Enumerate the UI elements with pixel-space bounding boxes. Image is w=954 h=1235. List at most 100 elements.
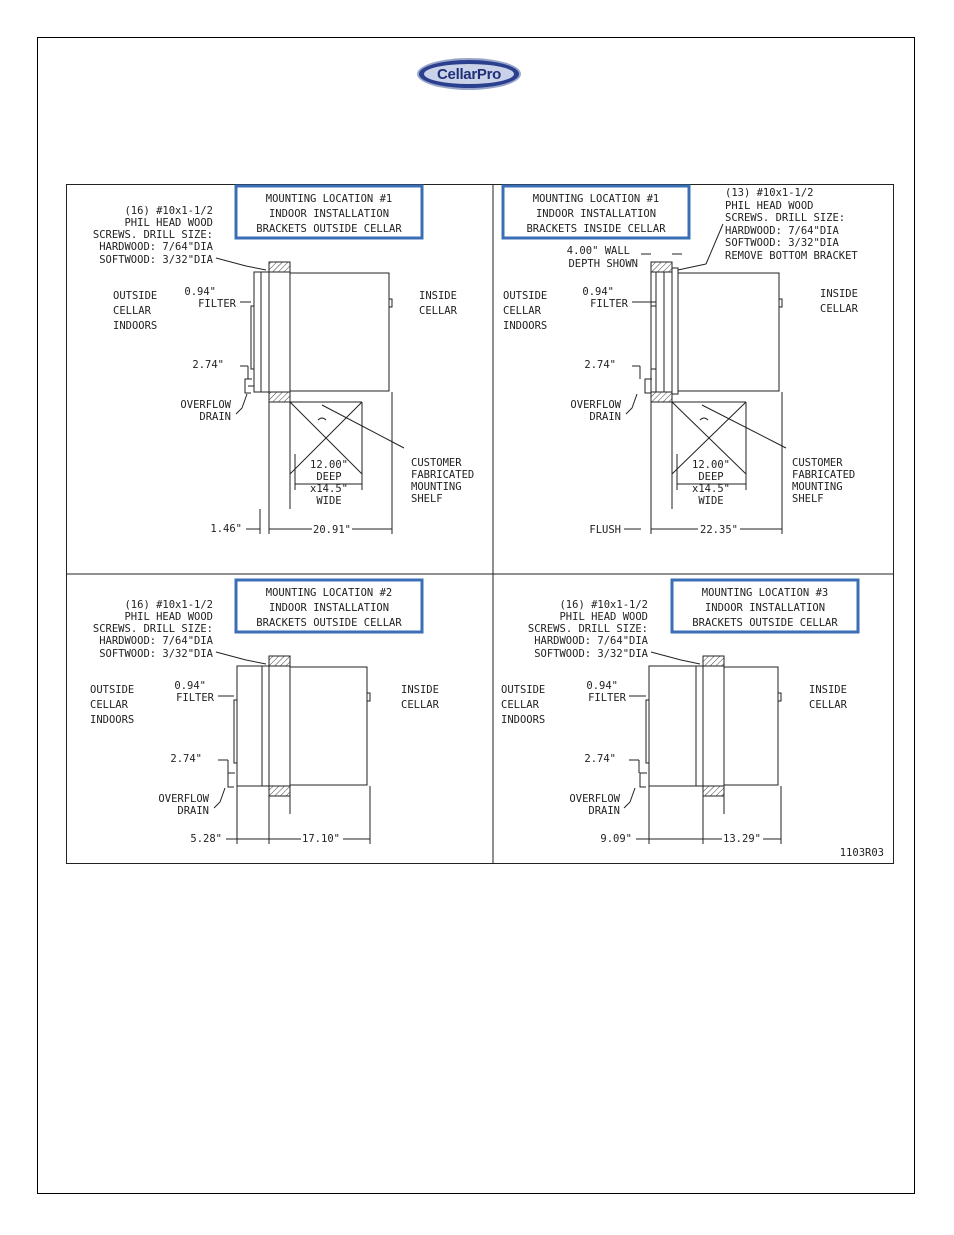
shelf-dim: x14.5" bbox=[692, 483, 730, 495]
inside-label: INSIDE bbox=[820, 288, 858, 300]
title-line: MOUNTING LOCATION #2 bbox=[266, 587, 392, 599]
filter-label: 0.94" bbox=[586, 680, 618, 692]
inside-label: CELLAR bbox=[809, 699, 848, 711]
inside-label: INSIDE bbox=[809, 684, 847, 696]
title-line: BRACKETS OUTSIDE CELLAR bbox=[256, 223, 402, 235]
screw-note: SOFTWOOD: 3/32"DIA bbox=[725, 237, 839, 249]
overflow-label: OVERFLOW bbox=[180, 399, 231, 411]
shelf-label: MOUNTING bbox=[411, 481, 462, 493]
outside-label: OUTSIDE bbox=[113, 290, 157, 302]
screw-note: (16) #10x1-1/2 bbox=[124, 599, 213, 611]
screw-note: SOFTWOOD: 3/32"DIA bbox=[99, 254, 213, 266]
shelf-label: CUSTOMER bbox=[792, 457, 843, 469]
panel-location-3: MOUNTING LOCATION #3 INDOOR INSTALLATION… bbox=[501, 578, 884, 859]
panel-location-1-outside: MOUNTING LOCATION #1 INDOOR INSTALLATION… bbox=[93, 184, 474, 536]
shelf-dim: x14.5" bbox=[310, 483, 348, 495]
outside-label: CELLAR bbox=[113, 305, 152, 317]
overflow-label: OVERFLOW bbox=[569, 793, 620, 805]
shelf-dim: DEEP bbox=[698, 471, 723, 483]
unit-geometry bbox=[213, 651, 371, 844]
dim-274: 2.74" bbox=[192, 359, 224, 371]
installation-drawing: MOUNTING LOCATION #1 INDOOR INSTALLATION… bbox=[66, 184, 894, 864]
dim-right: 17.10" bbox=[302, 833, 340, 845]
dim-left: 1.46" bbox=[210, 523, 242, 535]
outside-label: OUTSIDE bbox=[503, 290, 547, 302]
overflow-label: DRAIN bbox=[589, 411, 621, 423]
dim-left: FLUSH bbox=[589, 524, 621, 536]
title-box bbox=[234, 184, 424, 240]
inside-label: INSIDE bbox=[401, 684, 439, 696]
overflow-label: OVERFLOW bbox=[570, 399, 621, 411]
screw-note: HARDWOOD: 7/64"DIA bbox=[534, 635, 648, 647]
outside-label: OUTSIDE bbox=[501, 684, 545, 696]
inside-label: CELLAR bbox=[419, 305, 458, 317]
overflow-label: OVERFLOW bbox=[158, 793, 209, 805]
panel-location-2: MOUNTING LOCATION #2 INDOOR INSTALLATION… bbox=[90, 578, 440, 845]
dim-right: 22.35" bbox=[700, 524, 738, 536]
outside-label: INDOORS bbox=[113, 320, 157, 332]
outside-label: OUTSIDE bbox=[90, 684, 134, 696]
drawing-border bbox=[66, 184, 894, 864]
logo-inner: CellarPro bbox=[423, 63, 515, 85]
filter-label: FILTER bbox=[590, 298, 629, 310]
dim-right: 20.91" bbox=[313, 524, 351, 536]
screw-note: HARDWOOD: 7/64"DIA bbox=[99, 241, 213, 253]
screw-note: HARDWOOD: 7/64"DIA bbox=[99, 635, 213, 647]
wall-note: 4.00" WALL bbox=[567, 245, 630, 257]
shelf-dim: WIDE bbox=[316, 495, 341, 507]
shelf-dim: 12.00" bbox=[310, 459, 348, 471]
overflow-label: DRAIN bbox=[588, 805, 620, 817]
title-line: BRACKETS INSIDE CELLAR bbox=[526, 223, 666, 235]
screw-note: PHIL HEAD WOOD bbox=[725, 200, 814, 212]
outside-label: CELLAR bbox=[501, 699, 540, 711]
page-frame bbox=[37, 37, 915, 1194]
screw-note: SCREWS. DRILL SIZE: bbox=[725, 212, 845, 224]
filter-label: 0.94" bbox=[184, 286, 216, 298]
shelf-label: FABRICATED bbox=[792, 469, 855, 481]
screw-note: SCREWS. DRILL SIZE: bbox=[528, 623, 648, 635]
filter-label: FILTER bbox=[588, 692, 627, 704]
inside-label: CELLAR bbox=[401, 699, 440, 711]
dim-274: 2.74" bbox=[584, 359, 616, 371]
panel-location-1-inside: MOUNTING LOCATION #1 INDOOR INSTALLATION… bbox=[501, 184, 859, 536]
title-box bbox=[501, 184, 691, 240]
dim-left: 5.28" bbox=[190, 833, 222, 845]
screw-note: REMOVE BOTTOM BRACKET bbox=[725, 250, 858, 262]
screw-note: (16) #10x1-1/2 bbox=[124, 205, 213, 217]
shelf-dim: DEEP bbox=[316, 471, 341, 483]
dim-left: 9.09" bbox=[600, 833, 632, 845]
outside-label: CELLAR bbox=[90, 699, 129, 711]
unit-geometry bbox=[624, 223, 787, 534]
screw-note: (16) #10x1-1/2 bbox=[559, 599, 648, 611]
inside-label: CELLAR bbox=[820, 303, 859, 315]
title-line: BRACKETS OUTSIDE CELLAR bbox=[692, 617, 838, 629]
title-line: BRACKETS OUTSIDE CELLAR bbox=[256, 617, 402, 629]
screw-note: (13) #10x1-1/2 bbox=[725, 187, 814, 199]
cellarpro-logo: CellarPro bbox=[417, 58, 521, 90]
title-box bbox=[670, 578, 860, 634]
screw-note: PHIL HEAD WOOD bbox=[559, 611, 648, 623]
shelf-label: FABRICATED bbox=[411, 469, 474, 481]
screw-note: HARDWOOD: 7/64"DIA bbox=[725, 225, 839, 237]
title-box bbox=[234, 578, 424, 634]
title-line: INDOOR INSTALLATION bbox=[269, 602, 389, 614]
screw-note: SCREWS. DRILL SIZE: bbox=[93, 623, 213, 635]
title-line: MOUNTING LOCATION #3 bbox=[702, 587, 828, 599]
title-line: INDOOR INSTALLATION bbox=[269, 208, 389, 220]
shelf-dim: 12.00" bbox=[692, 459, 730, 471]
title-line: MOUNTING LOCATION #1 bbox=[266, 193, 392, 205]
filter-label: 0.94" bbox=[174, 680, 206, 692]
shelf-label: SHELF bbox=[792, 493, 824, 505]
filter-label: FILTER bbox=[198, 298, 237, 310]
filter-label: FILTER bbox=[176, 692, 215, 704]
shelf-label: MOUNTING bbox=[792, 481, 843, 493]
overflow-label: DRAIN bbox=[177, 805, 209, 817]
screw-note: SOFTWOOD: 3/32"DIA bbox=[534, 648, 648, 660]
screw-note: SCREWS. DRILL SIZE: bbox=[93, 229, 213, 241]
shelf-label: CUSTOMER bbox=[411, 457, 462, 469]
dim-274: 2.74" bbox=[170, 753, 202, 765]
shelf-dim: WIDE bbox=[698, 495, 723, 507]
shelf-label: SHELF bbox=[411, 493, 443, 505]
screw-note: PHIL HEAD WOOD bbox=[124, 217, 213, 229]
title-line: INDOOR INSTALLATION bbox=[705, 602, 825, 614]
